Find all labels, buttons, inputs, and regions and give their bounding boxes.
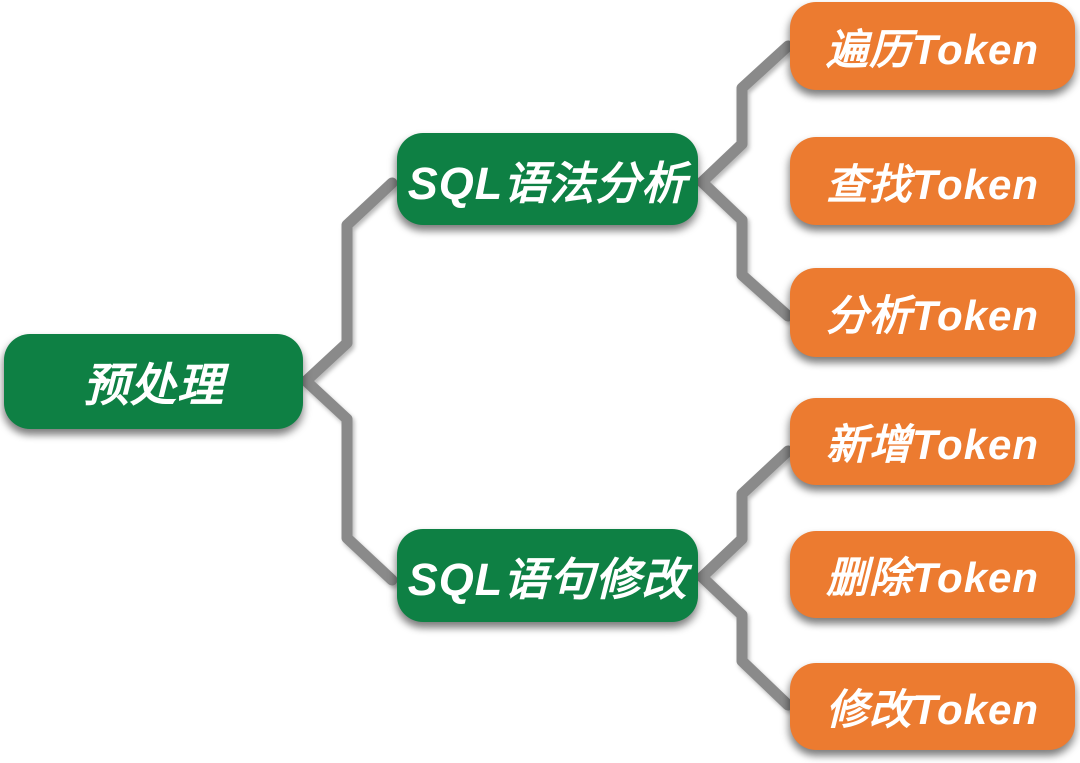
connector-syntax-to-traverse-token (696, 40, 794, 188)
node-leaf-add-token[interactable]: 新增Token (790, 398, 1075, 485)
connector-modify-to-modify-token (696, 571, 794, 711)
node-root-preprocess[interactable]: 预处理 (4, 334, 303, 429)
connector-root-to-sql-syntax-analysis (300, 177, 398, 387)
connector-modify-to-add-token (696, 445, 794, 583)
connector-root-to-sql-statement-modify (300, 375, 398, 586)
node-leaf-analyze-token[interactable]: 分析Token (790, 268, 1075, 357)
node-branch-sql-statement-modify[interactable]: SQL语句修改 (397, 529, 698, 622)
connector-syntax-to-analyze-token (696, 176, 794, 322)
node-leaf-find-token[interactable]: 查找Token (790, 137, 1075, 225)
node-leaf-modify-token[interactable]: 修改Token (790, 663, 1075, 750)
node-leaf-delete-token[interactable]: 删除Token (790, 531, 1075, 618)
node-leaf-traverse-token[interactable]: 遍历Token (790, 2, 1075, 90)
node-branch-sql-syntax-analysis[interactable]: SQL语法分析 (397, 133, 698, 225)
